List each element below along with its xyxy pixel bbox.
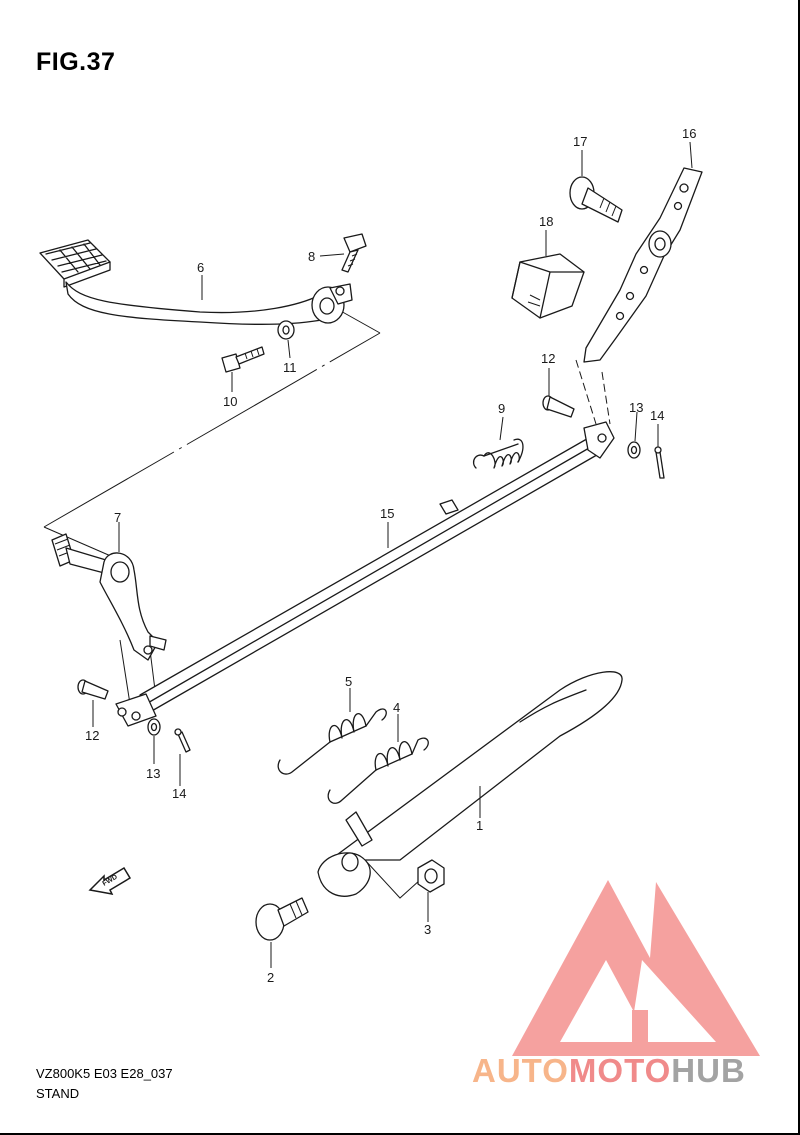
part-4-spring: [327, 737, 429, 804]
fwd-arrow-icon: FWD: [88, 866, 132, 896]
part-11-washer: [277, 320, 295, 340]
wordmark-moto: MOTO: [568, 1052, 672, 1089]
callout-11: 11: [283, 360, 297, 375]
part-2-bolt: [255, 897, 309, 941]
automotohub-logo-icon: [512, 880, 760, 1056]
callout-13-right: 13: [629, 400, 643, 415]
callout-2: 2: [267, 970, 274, 985]
wordmark-hub: HUB: [671, 1052, 746, 1089]
callout-7: 7: [114, 510, 121, 525]
callout-6: 6: [197, 260, 204, 275]
part-9-spring: [472, 438, 524, 469]
part-12-pin-right: [542, 395, 575, 418]
figure-code: VZ800K5 E03 E28_037: [36, 1066, 173, 1081]
part-1-side-stand: [317, 671, 623, 897]
callout-14-left: 14: [172, 786, 186, 801]
part-16-lever: [583, 167, 703, 363]
callout-4: 4: [393, 700, 400, 715]
part-14-cotter-pin-left: [174, 728, 191, 753]
callout-18: 18: [539, 214, 553, 229]
part-12-pin-left: [77, 679, 109, 700]
callout-1: 1: [476, 818, 483, 833]
part-8-bolt: [341, 233, 367, 273]
part-15-rod: [115, 421, 615, 727]
callout-3: 3: [424, 922, 431, 937]
part-18-cover: [511, 253, 585, 319]
part-14-cotter-pin-right: [654, 446, 665, 479]
callout-10: 10: [223, 394, 237, 409]
callout-12-left: 12: [85, 728, 99, 743]
callout-8: 8: [308, 249, 315, 264]
callout-12-right: 12: [541, 351, 555, 366]
part-5-spring: [277, 708, 387, 775]
part-7-arm: [51, 533, 167, 661]
callout-leaders: [92, 141, 693, 968]
callout-14-right: 14: [650, 408, 664, 423]
callout-17: 17: [573, 134, 587, 149]
callout-5: 5: [345, 674, 352, 689]
part-3-nut: [417, 859, 445, 893]
wordmark-auto: AUTO: [472, 1052, 569, 1089]
part-13-washer-left: [147, 718, 161, 736]
callout-16: 16: [682, 126, 696, 141]
callout-labels: 6 8 10 11 17 16 18 12 9 13 14 15 7 12 13…: [85, 126, 696, 985]
figure-title: FIG.37: [36, 48, 116, 76]
callout-13-left: 13: [146, 766, 160, 781]
part-10-bolt: [221, 346, 265, 373]
figure-name: STAND: [36, 1086, 80, 1101]
part-6-brake-pedal: [39, 239, 353, 325]
part-17-pivot-bolt: [569, 176, 623, 223]
assembly-guide-lines: [43, 304, 611, 899]
automotohub-wordmark: AUTOMOTOHUB: [472, 1052, 746, 1090]
part-13-washer-right: [627, 441, 641, 459]
callout-9: 9: [498, 401, 505, 416]
callout-15: 15: [380, 506, 394, 521]
